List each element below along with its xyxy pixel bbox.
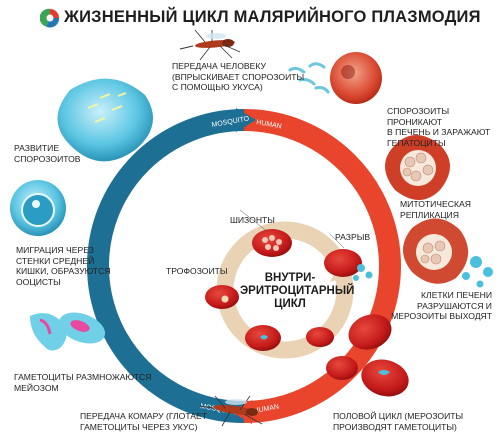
mosquito-top-icon [179,29,241,61]
label-mitotic: МИТОТИЧЕСКАЯ РЕПЛИКАЦИЯ [400,199,471,220]
trophozoite-rbc-icon [205,285,334,351]
label-trophozoites: ТРОФОЗОИТЫ [166,266,228,276]
ring-label-human-bottom: HUMAN [253,404,279,415]
sporozoite-development-icon [57,78,153,162]
oocyst-icon [10,180,66,236]
rupture-rbc-icon [324,249,373,281]
ring-arrow-top [236,108,256,132]
sporozoite-worms-icon [288,62,330,94]
human-ring-arc [243,109,401,423]
inner-cycle-label: ВНУТРИ- ЭРИТРОЦИТАРНЫЙ ЦИКЛ [240,272,355,310]
label-sexual-cycle: ПОЛОВОЙ ЦИКЛ (МЕРОЗОИТЫ ПРОИЗВОДЯТ ГАМЕТ… [333,411,464,432]
mosquito-bottom-icon [199,395,263,427]
page-title: ЖИЗНЕННЫЙ ЦИКЛ МАЛЯРИЙНОГО ПЛАЗМОДИЯ [64,8,481,26]
label-gametocytes-meiosis: ГАМЕТОЦИТЫ РАЗМНОЖАЮТСЯ МЕЙОЗОМ [14,372,152,393]
label-transmission-mosquito: ПЕРЕДАЧА КОМАРУ (ГЛОТАЕТ ГАМЕТОЦИТЫ ЧЕРЕ… [80,411,208,432]
label-sporozoite-dev: РАЗВИТИЕ СПОРОЗОИТОВ [14,143,81,164]
hepatocyte-cell-icon [330,52,382,104]
label-rupture: РАЗРЫВ [335,232,371,242]
brand-logo-icon [40,8,60,28]
liver-schizont-icon [385,135,450,200]
label-sporozoites-liver: СПОРОЗОИТЫ ПРОНИКАЮТ В ПЕЧЕНЬ И ЗАРАЖАЮТ… [387,106,491,148]
label-transmission-human: ПЕРЕДАЧА ЧЕЛОВЕКУ (ВПРЫСКИВАЕТ СПОРОЗОИТ… [172,61,305,92]
liver-rupture-icon [403,218,493,288]
gametocytes-icon [30,312,106,351]
schizont-rbc-icon [252,229,292,257]
mosquito-ring-arc [87,109,245,423]
label-schizonts: ШИЗОНТЫ [230,215,275,225]
gametocyte-rbc-icon [326,314,409,397]
label-liver-rupture: КЛЕТКИ ПЕЧЕНИ РАЗРУШАЮТСЯ И МЕРОЗОИТЫ ВЫ… [391,290,492,321]
ring-label-human-top: HUMAN [256,119,282,130]
label-migration: МИГРАЦИЯ ЧЕРЕЗ СТЕНКИ СРЕДНЕЙ КИШКИ, ОБР… [16,245,111,287]
